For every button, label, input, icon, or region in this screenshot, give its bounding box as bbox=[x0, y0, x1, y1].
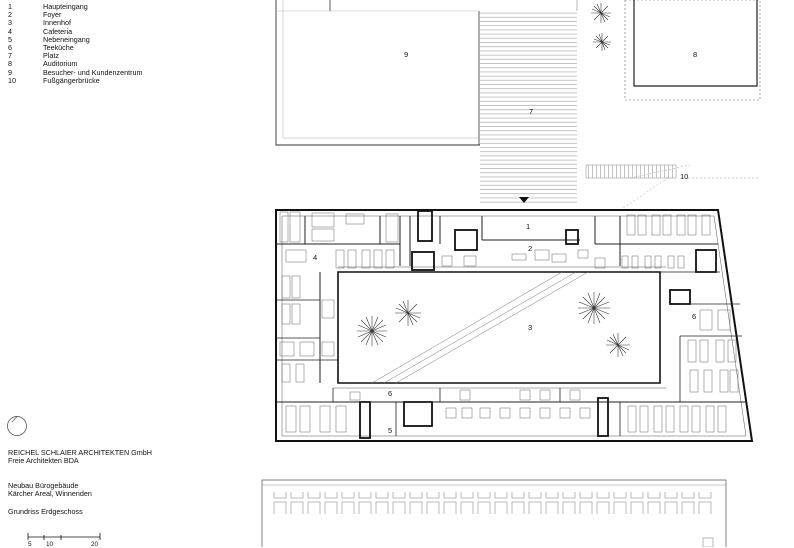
legend-number: 9 bbox=[8, 67, 12, 77]
legend-number: 1 bbox=[8, 2, 12, 11]
label-8: 8 bbox=[693, 50, 697, 59]
legend-label: Nebeneingang bbox=[43, 34, 90, 44]
pedestrian-bridge bbox=[585, 164, 760, 211]
entrance-arrow-icon bbox=[519, 197, 529, 203]
legend-number: 3 bbox=[8, 18, 12, 28]
south-wing bbox=[276, 388, 746, 436]
legend-label: Innenhof bbox=[43, 18, 71, 28]
label-6: 6 bbox=[692, 312, 696, 321]
building-visitor-center bbox=[275, 0, 480, 146]
label-9: 9 bbox=[404, 50, 408, 59]
building-auditorium bbox=[624, 0, 761, 101]
legend-number: 6 bbox=[8, 43, 12, 53]
legend-item: 8 Auditorium bbox=[8, 60, 143, 68]
legend-label: Foyer bbox=[43, 10, 62, 20]
label-6: 6 bbox=[388, 389, 392, 398]
label-3: 3 bbox=[528, 323, 532, 332]
legend-label: Haupteingang bbox=[43, 2, 88, 11]
office-building bbox=[275, 209, 754, 442]
legend-item: 7 Platz bbox=[8, 52, 143, 60]
desks-north-east bbox=[577, 214, 711, 269]
legend-label: Auditorium bbox=[43, 59, 78, 69]
adjacent-building-south bbox=[261, 479, 727, 547]
north-arrow-icon bbox=[7, 416, 27, 436]
legend-label: Fußgängerbrücke bbox=[43, 75, 100, 85]
west-wing bbox=[276, 272, 338, 383]
north-wing-walls bbox=[276, 216, 718, 266]
legend-number: 7 bbox=[8, 51, 12, 61]
office-name: REICHEL SCHLAIER ARCHITEKTEN GmbH bbox=[8, 448, 152, 457]
office-subtitle: Freie Architekten BDA bbox=[8, 456, 79, 466]
label-4: 4 bbox=[313, 253, 317, 262]
legend-number: 5 bbox=[8, 34, 12, 44]
label-10: 10 bbox=[680, 172, 688, 181]
legend-item: 3 Innenhof bbox=[8, 19, 143, 27]
legend-number: 10 bbox=[8, 75, 16, 85]
desks-north-west bbox=[279, 211, 567, 269]
legend-label: Platz bbox=[43, 51, 59, 61]
office-info: REICHEL SCHLAIER ARCHITEKTEN GmbH Freie … bbox=[8, 448, 152, 466]
square-steps bbox=[480, 11, 577, 204]
legend-label: Cafeteria bbox=[43, 26, 73, 36]
scale-bar bbox=[27, 533, 101, 540]
legend-item: 5 Nebeneingang bbox=[8, 34, 143, 44]
project-location: Kärcher Areal, Winnenden bbox=[8, 489, 92, 499]
legend-item: 10 Fußgängerbrücke bbox=[8, 75, 143, 85]
project-info: Neubau Bürogebäude Kärcher Areal, Winnen… bbox=[8, 481, 92, 499]
legend-item: 2 Foyer bbox=[8, 10, 143, 20]
scale-label: 5 bbox=[28, 541, 32, 548]
scale-label: 20 bbox=[91, 541, 99, 548]
label-2: 2 bbox=[528, 244, 532, 253]
drawing-title: Grundriss Erdgeschoss bbox=[8, 507, 83, 516]
legend: 1 Haupteingang 2 Foyer 3 Innenhof 4 Cafeteri… bbox=[8, 2, 143, 85]
legend-number: 4 bbox=[8, 26, 12, 36]
legend-item: 9 Besucher- und Kundenzentrum bbox=[8, 67, 143, 77]
legend-number: 2 bbox=[8, 10, 12, 20]
legend-item: 1 Haupteingang bbox=[8, 2, 143, 11]
legend-label: Besucher- und Kundenzentrum bbox=[43, 67, 143, 77]
courtyard-trees bbox=[357, 292, 630, 357]
label-1: 1 bbox=[526, 222, 530, 231]
east-wing bbox=[660, 271, 742, 402]
legend-item: 4 Cafeteria bbox=[8, 26, 143, 36]
label-7: 7 bbox=[529, 107, 533, 116]
legend-number: 8 bbox=[8, 59, 12, 69]
legend-label: Teeküche bbox=[43, 43, 74, 53]
scale-label: 10 bbox=[46, 541, 54, 548]
tree-icon bbox=[591, 3, 611, 51]
project-name: Neubau Bürogebäude bbox=[8, 481, 79, 490]
legend-item: 6 Teeküche bbox=[8, 43, 143, 53]
label-5: 5 bbox=[388, 426, 392, 435]
